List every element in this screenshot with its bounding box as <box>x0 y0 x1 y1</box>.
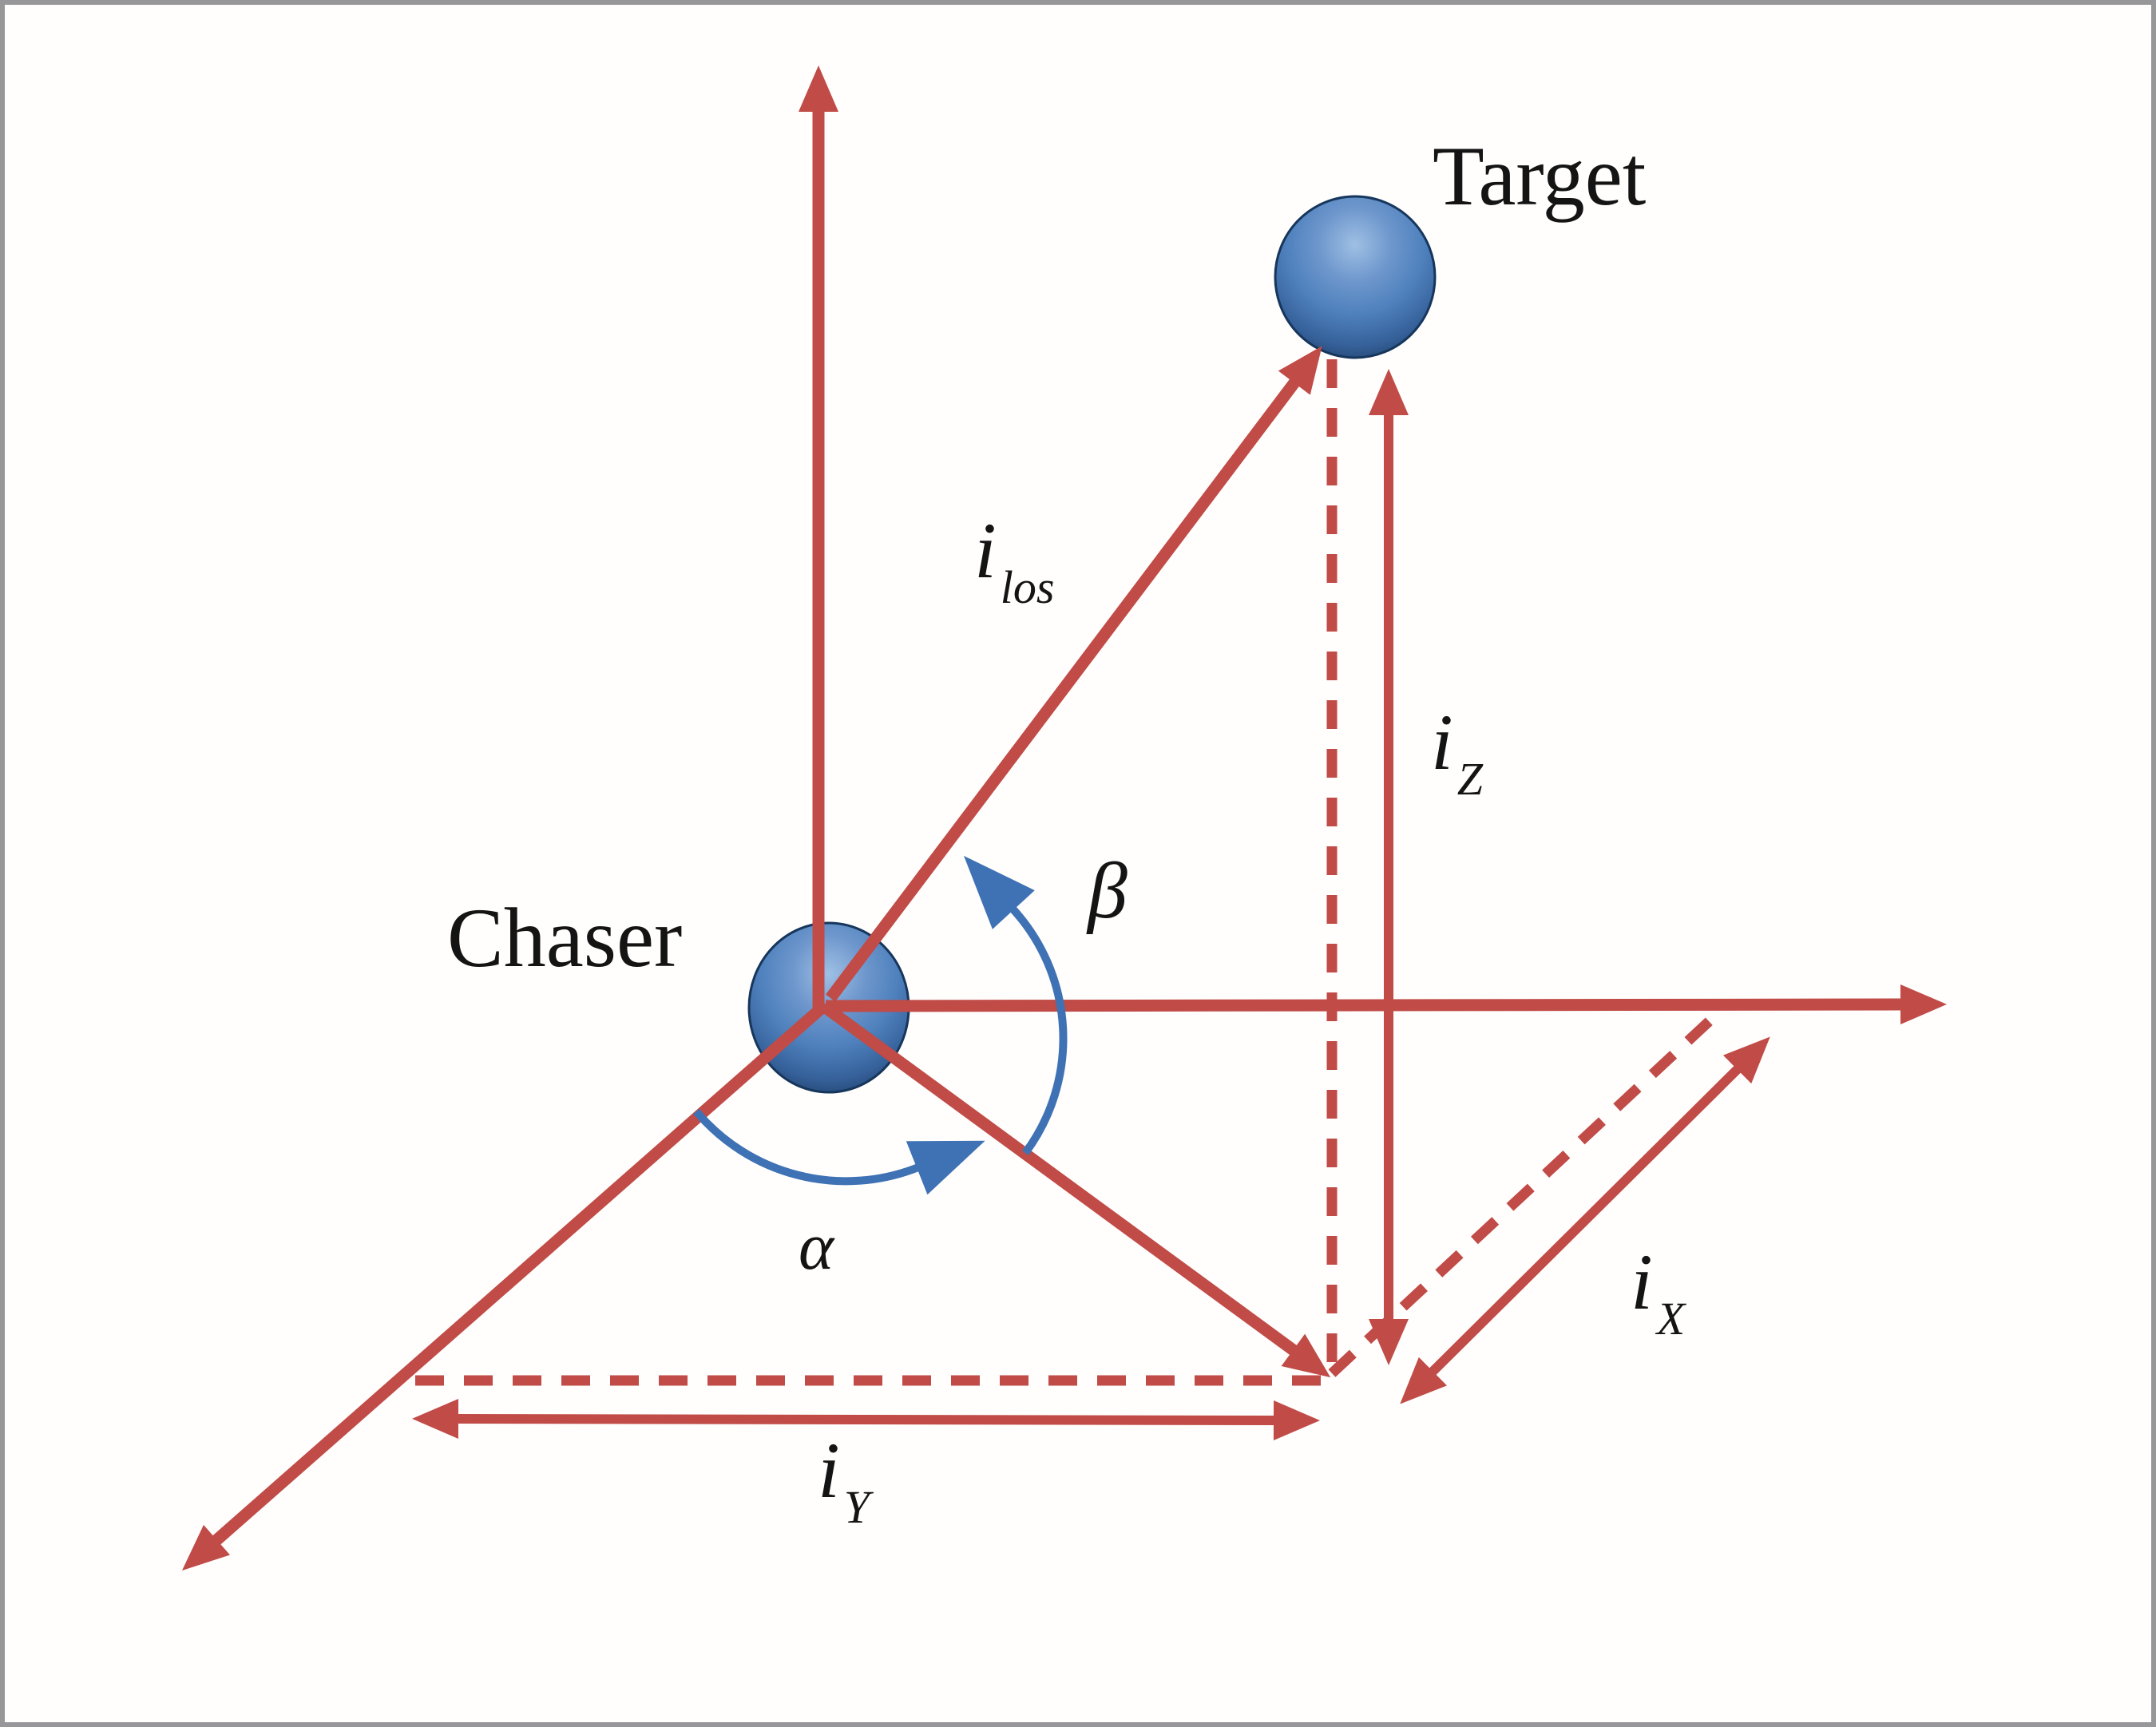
iy-vector-label: iY <box>818 1431 870 1531</box>
target-sphere <box>1274 195 1437 359</box>
chaser-label: Chaser <box>447 891 683 984</box>
target-label: Target <box>1433 129 1647 223</box>
iz-label-subscript: Z <box>1456 752 1484 805</box>
ilos-vector-label: ilos <box>974 511 1054 611</box>
los-vector-arrow <box>826 346 1322 1002</box>
ilos-label-base: i <box>974 506 997 595</box>
iz-vector-label: iZ <box>1431 703 1483 802</box>
ix-label-base: i <box>1631 1238 1653 1326</box>
beta-angle-label: β <box>1088 846 1128 935</box>
iy-label-base: i <box>818 1426 840 1515</box>
ix-label-subscript: X <box>1656 1292 1686 1345</box>
los-plane-projection-arrow <box>822 1002 1331 1378</box>
ix-vector-label: iX <box>1631 1242 1685 1342</box>
beta-angle-arc <box>964 855 1068 1155</box>
alpha-angle-arc <box>693 1108 985 1195</box>
x-axis-arrow <box>825 984 1947 1025</box>
alpha-angle-label: α <box>799 1210 834 1284</box>
ix-component-arrow <box>1400 1036 1770 1404</box>
ilos-label-subscript: los <box>1000 560 1055 613</box>
y-axis-arrow <box>181 1000 830 1571</box>
iy-label-subscript: Y <box>843 1480 870 1533</box>
iy-component-arrow <box>412 1399 1320 1440</box>
iz-label-base: i <box>1431 698 1453 786</box>
